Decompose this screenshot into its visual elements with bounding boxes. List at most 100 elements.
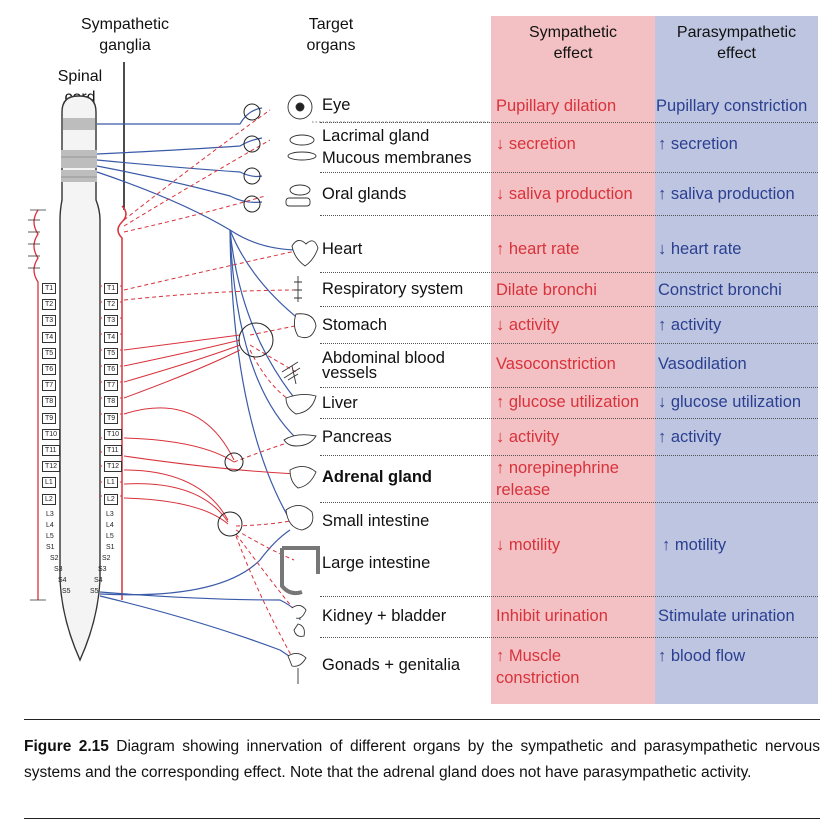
sym-effect-lacrimal-mucous: ↓ secretion [496,135,576,153]
segment-label-right: T12 [104,461,123,472]
row-separator [320,596,818,597]
kidney-bladder-icon [291,605,307,637]
segment-label-left: L4 [46,522,54,529]
sym-fiber-t12 [123,469,229,521]
sym-effect-pancreas: ↓ activity [496,428,560,446]
organ-adrenal-gland: Adrenal gland [322,468,433,486]
segment-label-left: L3 [46,511,54,518]
row-separator [320,455,818,456]
segment-label-left: T7 [42,380,57,391]
segment-label-right: T11 [104,445,122,456]
segment-label-right: L5 [106,533,114,540]
sym-fiber-eye [123,109,271,221]
sym-fiber-heart [123,249,301,291]
para-fiber-vagus [96,171,301,251]
segment-label-left: T4 [42,332,57,343]
header-line: effect [553,45,593,62]
sym-effect-adrenal: ↑ norepinephrine release [496,457,619,501]
left-chain-outline [30,209,46,601]
organ-gonads-genitalia: Gonads + genitalia [322,656,461,674]
pterygopalatine-ganglion-icon [243,135,261,153]
sym-fiber-oral [123,195,266,233]
sym-fiber-t8 [123,349,241,399]
blood-vessels-icon [281,361,301,385]
para-fiber-liver [229,229,297,401]
sympathetic-column [491,16,655,704]
row-separator [320,502,818,503]
organ-stomach: Stomach [322,316,388,334]
organ-respiratory-system: Respiratory system [322,280,464,298]
spinal-cord [59,95,101,662]
segment-label-right: T9 [104,413,119,424]
para-fiber-pancreas [229,229,297,439]
para-fiber-colon [99,529,291,596]
oral-gland-icon [289,184,311,196]
para-effect-lacrimal-mucous: ↑ secretion [658,135,738,153]
para-effect-intestines: ↑ motility [662,536,727,554]
caption-label: Figure 2.15 [24,738,109,755]
sym-fiber-post-stomach [249,324,301,336]
para-effect-gonads: ↑ blood flow [658,647,746,665]
segment-label-right: T5 [104,348,119,359]
para-fiber-lacrimal [96,137,263,155]
organ-eye: Eye [322,96,351,114]
organ-pancreas: Pancreas [322,428,392,446]
sym-effect-stomach: ↓ activity [496,316,560,334]
segment-label-right: L1 [104,477,118,488]
row-separator [320,215,818,216]
header-target-organs: Target organs [286,14,376,56]
para-effect-oral: ↑ saliva production [658,185,795,203]
row-separator [320,172,818,173]
segment-label-left: T6 [42,364,57,375]
caption-bottom-rule [24,818,820,819]
para-effect-liver: ↓ glucose utilization [658,393,802,411]
para-fiber-mucous [96,159,263,178]
row-separator [320,387,818,388]
segment-label-left: L5 [46,533,54,540]
mucous-membrane-icon [287,151,317,161]
segment-label-right: L3 [106,511,114,518]
para-effect-stomach: ↑ activity [658,316,722,334]
oral-gland-2-icon [285,197,311,207]
submandibular-ganglion-icon [243,167,261,185]
sym-fiber-resp [123,289,301,301]
header-line: Sympathetic [528,24,618,41]
segment-label-right: S4 [94,577,103,584]
sym-fiber-post-colon [235,529,295,561]
header-line: Parasympathetic [676,24,797,41]
caption-top-rule [24,719,820,720]
sym-fiber-t6 [123,339,241,367]
row-separator [320,637,818,638]
segment-label-left: S2 [50,555,59,562]
segment-label-right: S1 [106,544,115,551]
para-effect-pancreas: ↑ activity [658,428,722,446]
adrenal-gland-icon [289,466,317,489]
lungs-icon [294,276,302,302]
gonads-icon [287,653,307,684]
segment-label-left: T2 [42,299,57,310]
sym-effect-liver: ↑ glucose utilization [496,393,640,411]
ciliary-ganglion-icon [243,103,261,121]
segment-label-left: T8 [42,396,57,407]
row-separator [320,122,818,123]
segment-label-right: T2 [104,299,119,310]
segment-label-right: T10 [104,429,123,440]
para-fiber-intestine [229,229,291,521]
organ-large-intestine: Large intestine [322,554,431,572]
cord-band [61,170,97,182]
segment-label-left: T10 [42,429,61,440]
segment-label-right: S3 [98,566,107,573]
para-fiber-stomach [229,229,301,321]
row-separator [320,343,818,344]
effect-line: constriction [496,669,580,687]
organ-kidney-bladder: Kidney + bladder [322,607,447,625]
lacrimal-gland-icon [289,134,315,146]
adrenal-ganglion-icon [224,452,244,472]
organ-heart: Heart [322,240,363,258]
row-separator [320,306,818,307]
segment-label-right: T1 [104,283,119,294]
eye-pupil-icon [295,102,305,112]
organ-line: Abdominal blood [322,349,445,367]
organ-liver: Liver [322,394,358,412]
